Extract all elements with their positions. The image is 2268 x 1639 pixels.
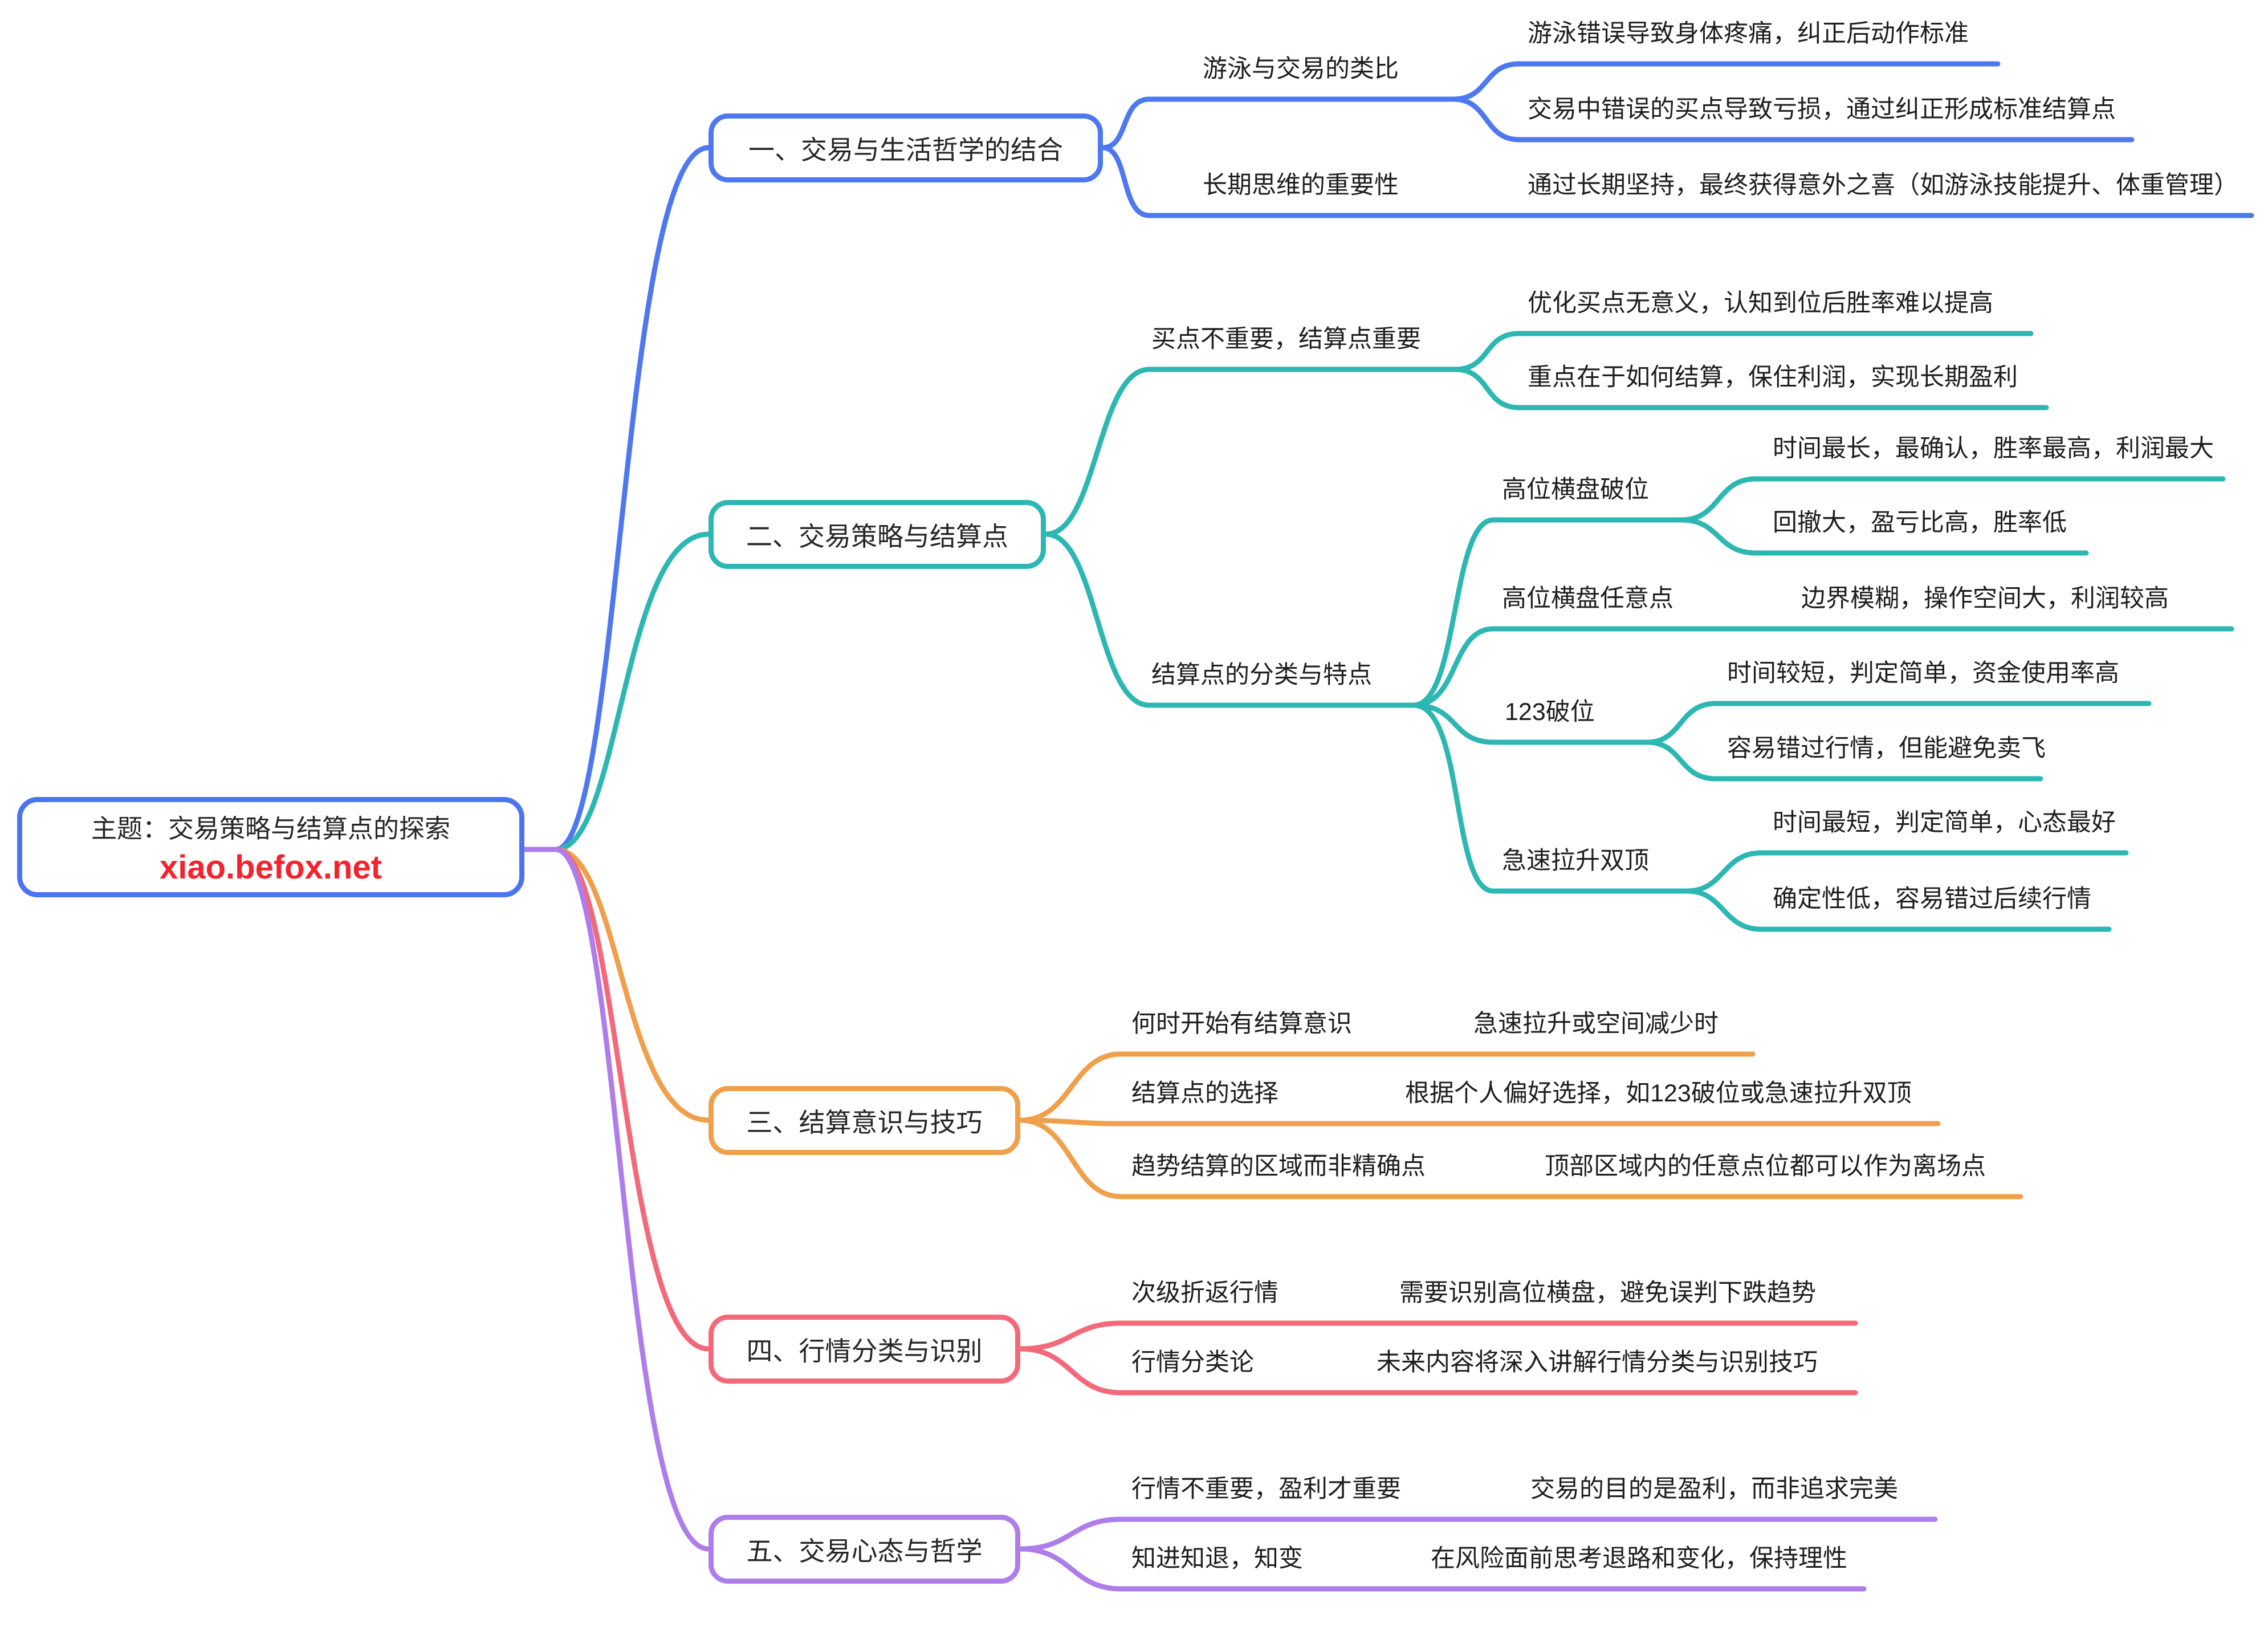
- connector: [1100, 96, 1456, 151]
- branch-node-3[interactable]: 三、结算意识与技巧: [709, 1086, 1020, 1155]
- leaf-text[interactable]: 通过长期坚持，最终获得意外之喜（如游泳技能提升、体重管理）: [1528, 172, 2238, 199]
- topic-label[interactable]: 买点不重要，结算点重要: [1151, 326, 1421, 353]
- connector: [1017, 1117, 2023, 1199]
- connector: [1017, 1516, 1938, 1552]
- branch-node-1[interactable]: 一、交易与生活哲学的结合: [709, 113, 1103, 182]
- leaf-text[interactable]: 时间较短，判定简单，资金使用率高: [1727, 660, 2119, 687]
- leaf-text[interactable]: 优化买点无意义，认知到位后胜率难以提高: [1528, 290, 1993, 317]
- branch-node-4-label: 四、行情分类与识别: [746, 1336, 983, 1366]
- leaf-text[interactable]: 回撤大，盈亏比高，胜率低: [1773, 509, 2067, 536]
- connector: [1100, 145, 2254, 218]
- branch4-edges: [522, 847, 1858, 1396]
- root-node[interactable]: 主题：交易策略与结算点的探索 xiao.befox.net: [17, 797, 524, 897]
- branch-node-1-label: 一、交易与生活哲学的结合: [748, 135, 1063, 165]
- branch5-edges: [522, 847, 1938, 1592]
- connector: [522, 847, 711, 1352]
- connector: [1451, 61, 2001, 102]
- topic-label[interactable]: 行情分类论: [1131, 1349, 1254, 1376]
- leaf-text[interactable]: 急速拉升或空间减少时: [1473, 1010, 1719, 1038]
- connector: [1411, 517, 1684, 708]
- topic-label[interactable]: 高位横盘破位: [1502, 476, 1649, 503]
- connector: [1684, 888, 2112, 932]
- branch1-edges: [522, 61, 2254, 852]
- connector: [1679, 517, 2089, 556]
- connector: [1017, 1051, 1756, 1123]
- leaf-text[interactable]: 确定性低，容易错过后续行情: [1773, 885, 2091, 913]
- connector: [1017, 1117, 1941, 1126]
- connector: [1043, 531, 1416, 708]
- branch-node-5-label: 五、交易心态与哲学: [746, 1536, 983, 1566]
- branch2-edges: [522, 331, 2234, 932]
- branch-node-2[interactable]: 二、交易策略与结算点: [709, 500, 1046, 569]
- leaf-text[interactable]: 顶部区域内的任意点位都可以作为离场点: [1545, 1153, 1986, 1180]
- connector: [1017, 1546, 1867, 1592]
- topic-label[interactable]: 次级折返行情: [1131, 1279, 1278, 1307]
- branch3-edges: [522, 847, 2023, 1199]
- branch-node-3-label: 三、结算意识与技巧: [746, 1107, 983, 1137]
- topic-label[interactable]: 123破位: [1505, 698, 1595, 726]
- leaf-text[interactable]: 交易中错误的买点导致亏损，通过纠正形成标准结算点: [1528, 96, 2116, 123]
- leaf-text[interactable]: 未来内容将深入讲解行情分类与识别技巧: [1377, 1349, 1818, 1376]
- topic-label[interactable]: 游泳与交易的类比: [1203, 55, 1399, 83]
- topic-label[interactable]: 结算点的分类与特点: [1151, 661, 1372, 689]
- root-subtitle-url: xiao.befox.net: [160, 849, 382, 886]
- connector: [522, 531, 711, 852]
- leaf-text[interactable]: 时间最短，判定简单，心态最好: [1773, 809, 2116, 836]
- topic-label[interactable]: 高位横盘任意点: [1502, 585, 1673, 612]
- leaf-text[interactable]: 需要识别高位横盘，避免误判下跌趋势: [1399, 1279, 1816, 1307]
- connector: [522, 145, 711, 852]
- connector: [1017, 1320, 1858, 1352]
- connector: [1452, 331, 2034, 372]
- leaf-text[interactable]: 根据个人偏好选择，如123破位或急速拉升双顶: [1405, 1080, 1912, 1107]
- connector: [522, 847, 711, 1552]
- leaf-text[interactable]: 时间最长，最确认，胜率最高，利润最大: [1773, 435, 2214, 462]
- topic-label[interactable]: 长期思维的重要性: [1203, 172, 1399, 199]
- connector: [1411, 702, 1650, 745]
- leaf-text[interactable]: 边界模糊，操作空间大，利润较高: [1801, 585, 2169, 612]
- leaf-text[interactable]: 在风险面前思考退路和变化，保持理性: [1431, 1545, 1847, 1572]
- connector: [1452, 367, 2049, 410]
- connector: [1644, 701, 2152, 745]
- connector: [1679, 476, 2226, 523]
- connector: [1043, 367, 1458, 537]
- root-title: 主题：交易策略与结算点的探索: [91, 814, 450, 843]
- connector: [1017, 1346, 1858, 1396]
- leaf-text[interactable]: 容易错过行情，但能避免卖飞: [1727, 735, 2046, 762]
- connector: [1411, 626, 2234, 708]
- connector: [1644, 739, 2043, 782]
- topic-label[interactable]: 趋势结算的区域而非精确点: [1131, 1153, 1426, 1180]
- leaf-text[interactable]: 重点在于如何结算，保住利润，实现长期盈利: [1528, 364, 2018, 391]
- topic-label[interactable]: 结算点的选择: [1131, 1080, 1278, 1107]
- topic-label[interactable]: 急速拉升双顶: [1502, 847, 1649, 875]
- connector: [1411, 702, 1690, 894]
- topic-label[interactable]: 知进知退，知变: [1131, 1545, 1303, 1572]
- connector: [1451, 96, 2135, 143]
- leaf-text[interactable]: 交易的目的是盈利，而非追求完美: [1530, 1475, 1898, 1503]
- branch-node-2-label: 二、交易策略与结算点: [746, 521, 1008, 551]
- connector: [522, 847, 711, 1123]
- connector: [1684, 850, 2129, 894]
- branch-node-4[interactable]: 四、行情分类与识别: [709, 1315, 1020, 1384]
- branch-node-5[interactable]: 五、交易心态与哲学: [709, 1515, 1020, 1584]
- topic-label[interactable]: 何时开始有结算意识: [1131, 1010, 1352, 1038]
- leaf-text[interactable]: 游泳错误导致身体疼痛，纠正后动作标准: [1528, 20, 1969, 47]
- topic-label[interactable]: 行情不重要，盈利才重要: [1131, 1475, 1401, 1503]
